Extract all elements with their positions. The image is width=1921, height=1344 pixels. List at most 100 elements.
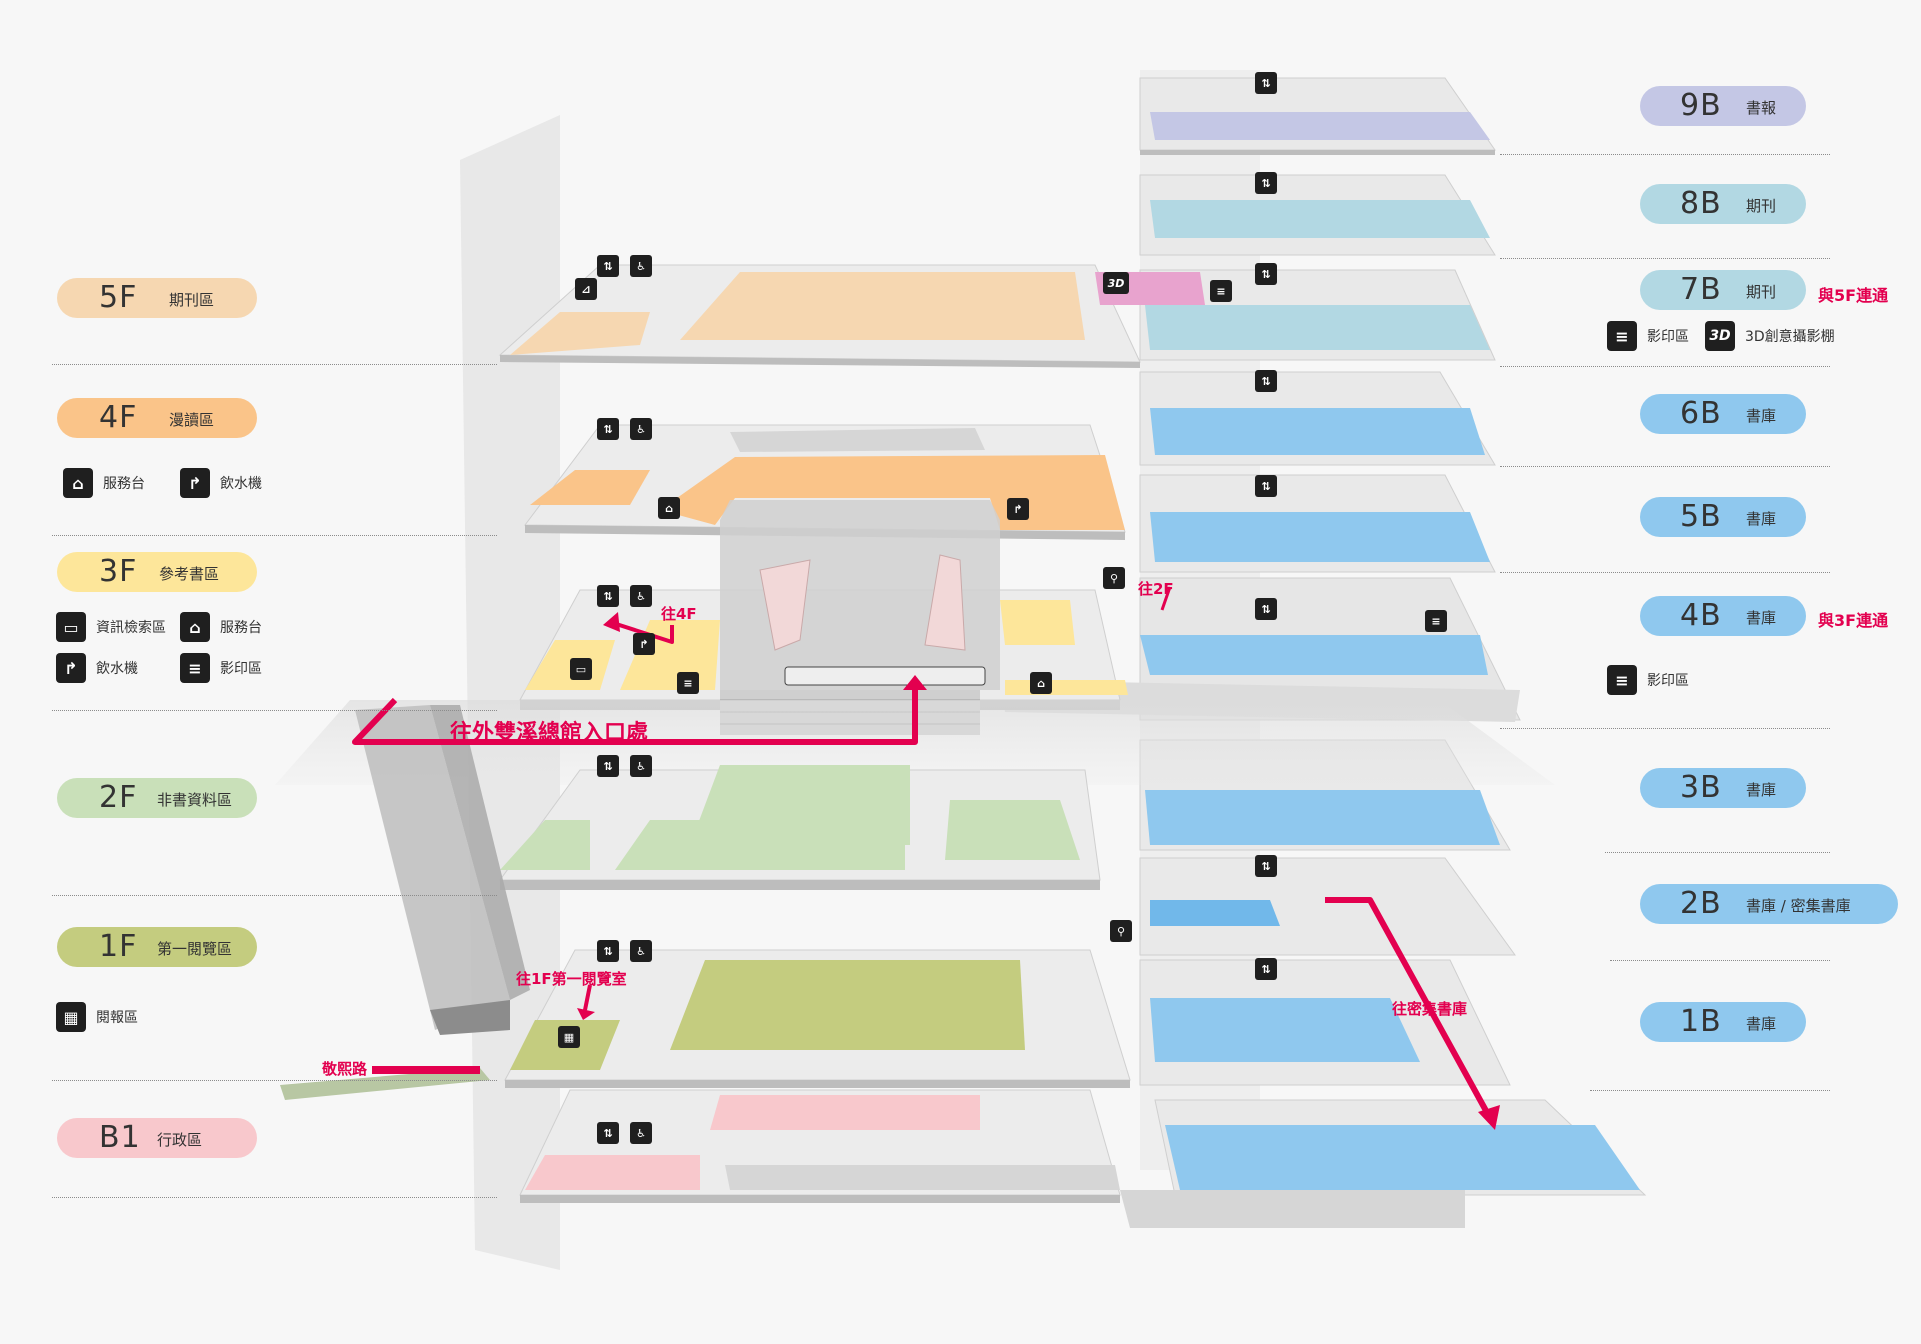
stack-pill-9b[interactable]: 9B 書報: [1640, 86, 1806, 126]
legend-photocopy: ≡ 影印區: [1607, 321, 1689, 351]
elevator-icon: ⇅: [597, 255, 619, 277]
divider: [1500, 366, 1830, 367]
floor-code: 1B: [1680, 1004, 1722, 1039]
computer-search-icon: ▭: [56, 612, 86, 642]
floor-name: 書庫: [1746, 1015, 1777, 1033]
restroom-icon: ⚲: [1110, 920, 1132, 942]
entrance-ramp: [280, 705, 530, 1100]
computer-search-icon: ▭: [570, 658, 592, 680]
legend-label: 服務台: [103, 476, 145, 492]
elevator-icon: ⇅: [597, 755, 619, 777]
legend-label: 影印區: [1647, 673, 1689, 689]
floor-pill-1f[interactable]: 1F 第一閱覽區: [57, 927, 257, 967]
service-desk-icon: ⌂: [1030, 672, 1052, 694]
stack-pill-2b[interactable]: 2B 書庫 / 密集書庫: [1640, 884, 1898, 924]
elevator-icon: ⇅: [1255, 263, 1277, 285]
floor-code: 4F: [99, 400, 138, 435]
route-label-4f: 往4F: [661, 605, 697, 623]
floor-b1: [519, 1089, 1121, 1203]
floor-code: 2B: [1680, 886, 1722, 921]
floor-name: 書庫: [1746, 609, 1777, 627]
floor-pill-5f[interactable]: 5F 期刊區: [57, 278, 257, 318]
floor-pill-3f[interactable]: 3F 參考書區: [57, 552, 257, 592]
divider: [1605, 852, 1830, 853]
water-dispenser-icon: ↱: [56, 653, 86, 683]
legend-label: 3D創意攝影棚: [1745, 329, 1835, 345]
divider: [52, 364, 497, 365]
elevator-icon: ⇅: [597, 418, 619, 440]
route-arrows: [352, 586, 1493, 1120]
accessibility-icon: ♿: [630, 1122, 652, 1144]
legend-label: 閱報區: [96, 1010, 138, 1026]
connection-note-5f: 與5F連通: [1818, 286, 1889, 305]
stack-2b: [1139, 857, 1516, 956]
connection-note-3f: 與3F連通: [1818, 611, 1889, 630]
elevator-icon: ⇅: [1255, 72, 1277, 94]
service-desk-icon: ⌂: [63, 468, 93, 498]
stack-pill-1b[interactable]: 1B 書庫: [1640, 1002, 1806, 1042]
divider: [1500, 572, 1830, 573]
legend-water-dispenser: ↱ 飲水機: [180, 468, 262, 498]
water-dispenser-icon: ↱: [180, 468, 210, 498]
floor-name: 書庫 / 密集書庫: [1746, 897, 1851, 915]
route-to-2f: [1160, 586, 1172, 611]
stack-pill-8b[interactable]: 8B 期刊: [1640, 184, 1806, 224]
floor-code: 8B: [1680, 186, 1722, 221]
legend-label: 飲水機: [96, 661, 138, 677]
accessibility-icon: ♿: [630, 418, 652, 440]
legend-label: 影印區: [220, 661, 262, 677]
3d-booth-icon: 3D: [1103, 272, 1129, 294]
stack-pill-3b[interactable]: 3B 書庫: [1640, 768, 1806, 808]
divider: [1610, 960, 1830, 961]
route-label-2f: 往2F: [1138, 580, 1174, 598]
stack-pill-6b[interactable]: 6B 書庫: [1640, 394, 1806, 434]
atrium: [720, 500, 1000, 735]
floor-code: 6B: [1680, 396, 1722, 431]
floor-pill-b1[interactable]: B1 行政區: [57, 1118, 257, 1158]
newspaper-reading-icon: ▦: [56, 1002, 86, 1032]
floor-code: 9B: [1680, 88, 1722, 123]
floor-pill-4f[interactable]: 4F 漫讀區: [57, 398, 257, 438]
legend-water-dispenser: ↱ 飲水機: [56, 653, 138, 683]
stack-pill-5b[interactable]: 5B 書庫: [1640, 497, 1806, 537]
elevator-icon: ⇅: [1255, 855, 1277, 877]
floor-code: 7B: [1680, 272, 1722, 307]
elevator-icon: ⇅: [1255, 475, 1277, 497]
water-dispenser-icon: ↱: [1007, 498, 1029, 520]
legend-label: 影印區: [1647, 329, 1689, 345]
stack-b-basement: [1120, 1099, 1647, 1228]
route-label-1f: 往1F第一閱覽室: [516, 970, 627, 988]
service-desk-icon: ⌂: [658, 497, 680, 519]
elevator-icon: ⇅: [597, 940, 619, 962]
divider: [1500, 728, 1830, 729]
floor-pill-2f[interactable]: 2F 非書資料區: [57, 778, 257, 818]
divider: [52, 895, 497, 896]
floor-code: 1F: [99, 929, 138, 964]
divider: [1500, 154, 1830, 155]
route-label-entrance: 往外雙溪總館入口處: [450, 721, 649, 746]
stairs-icon: ⊿: [575, 278, 597, 300]
route-to-1f: [583, 984, 592, 1011]
stack-pill-4b[interactable]: 4B 書庫: [1640, 596, 1806, 636]
road-label: 敬熙路: [322, 1060, 368, 1078]
accessibility-icon: ♿: [630, 585, 652, 607]
legend-label: 服務台: [220, 620, 262, 636]
floor-code: 2F: [99, 780, 138, 815]
floor-code: 5F: [99, 280, 138, 315]
floor-5f: [498, 264, 1205, 368]
divider: [52, 1197, 497, 1198]
service-desk-icon: ⌂: [180, 612, 210, 642]
elevator-icon: ⇅: [1255, 172, 1277, 194]
floor-name: 非書資料區: [157, 791, 233, 809]
stack-pill-7b[interactable]: 7B 期刊: [1640, 270, 1806, 310]
stack-8b: [1139, 174, 1496, 256]
floor-code: 4B: [1680, 598, 1722, 633]
accessibility-icon: ♿: [630, 255, 652, 277]
legend-label: 資訊檢索區: [96, 620, 166, 636]
floor-code: 5B: [1680, 499, 1722, 534]
floor-name: 期刊區: [169, 291, 215, 309]
stack-5b: [1139, 474, 1496, 573]
floor-code: 3B: [1680, 770, 1722, 805]
